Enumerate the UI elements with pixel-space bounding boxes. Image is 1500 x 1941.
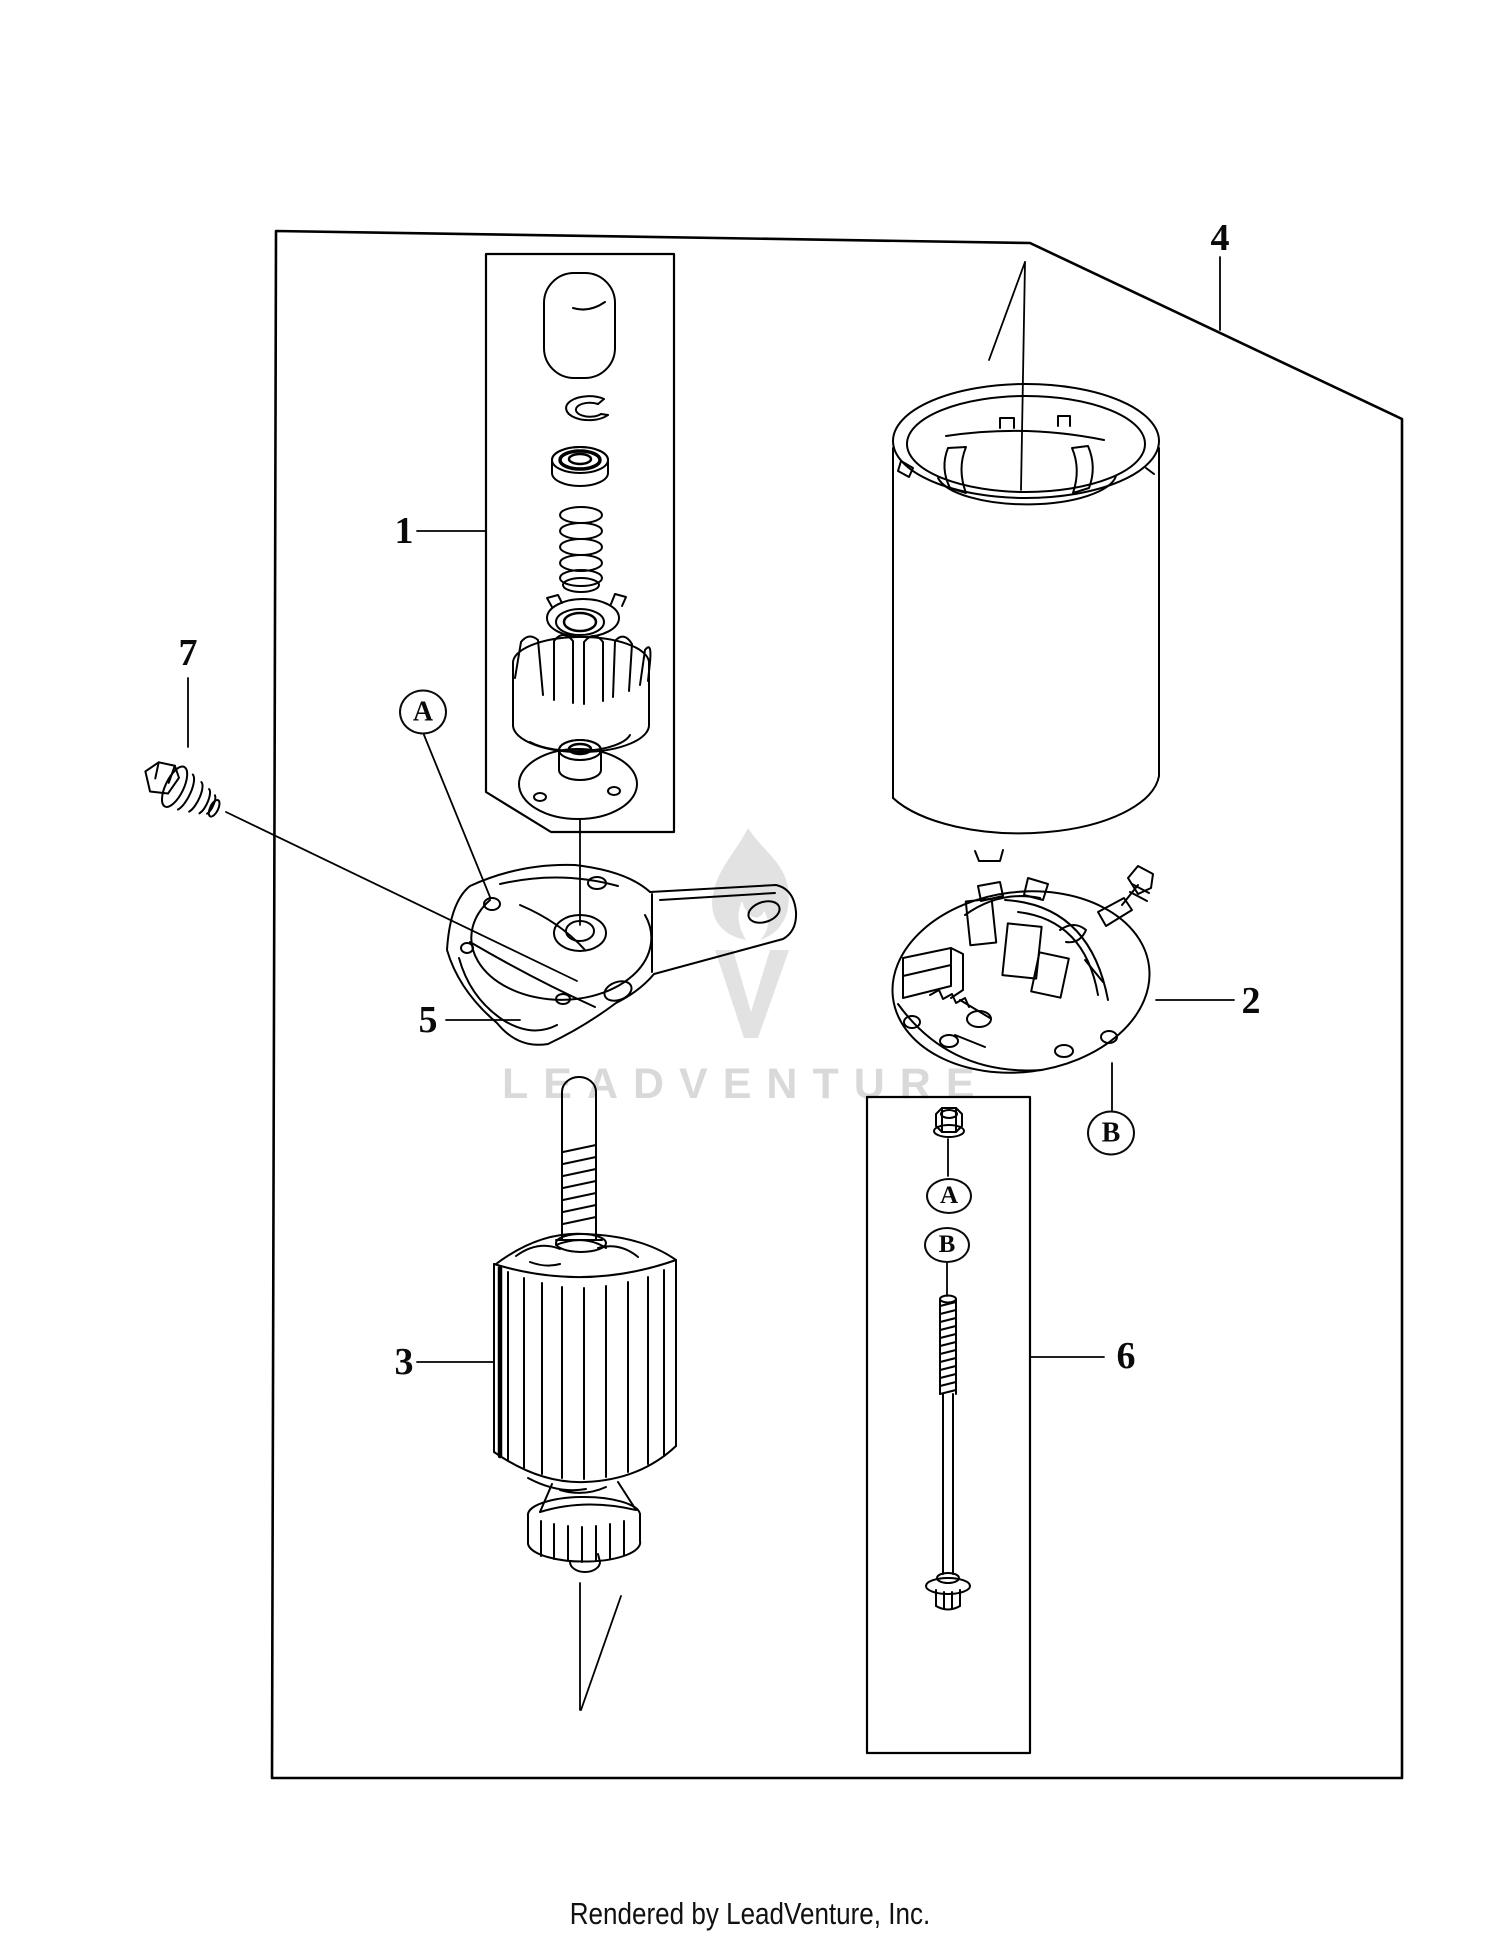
ref-circle-B-bolt-box: B <box>924 1227 970 1263</box>
part2-brush-holder-end-cap-drawing <box>891 865 1154 1074</box>
assembly-arrow-lines <box>579 261 1026 1711</box>
part1-kit-box <box>484 252 676 834</box>
callout-1[interactable]: 1 <box>394 510 414 552</box>
callout-3[interactable]: 3 <box>394 1341 414 1383</box>
callout-2[interactable]: 2 <box>1241 980 1261 1022</box>
diagram-boundary-outline <box>270 229 1404 1780</box>
callout-6[interactable]: 6 <box>1116 1335 1136 1377</box>
callout-4[interactable]: 4 <box>1210 217 1230 259</box>
callout-5[interactable]: 5 <box>418 999 438 1041</box>
ref-circle-A-bolt-box: A <box>926 1178 972 1214</box>
leadventure-flame-logo <box>700 826 796 1040</box>
callout-7[interactable]: 7 <box>178 632 198 674</box>
ref-circle-A-main: A <box>399 689 447 735</box>
watermark-text: LEADVENTURE <box>502 1060 990 1108</box>
part7-flange-bolt-drawing <box>144 761 221 818</box>
callout-leader-lines <box>187 256 1235 1363</box>
part4-motor-housing-drawing <box>892 383 1160 862</box>
part1-pinion-drive-kit-drawing <box>511 272 652 820</box>
ref-circle-B-main: B <box>1087 1110 1135 1156</box>
part6-kit-box <box>865 1095 1032 1755</box>
part3-armature-drawing <box>493 1076 677 1573</box>
render-credit-text: Rendered by LeadVenture, Inc. <box>569 1896 931 1931</box>
part6-through-bolt-and-nut-drawing <box>925 1107 971 1611</box>
part5-mounting-bracket-drawing <box>446 863 798 1046</box>
